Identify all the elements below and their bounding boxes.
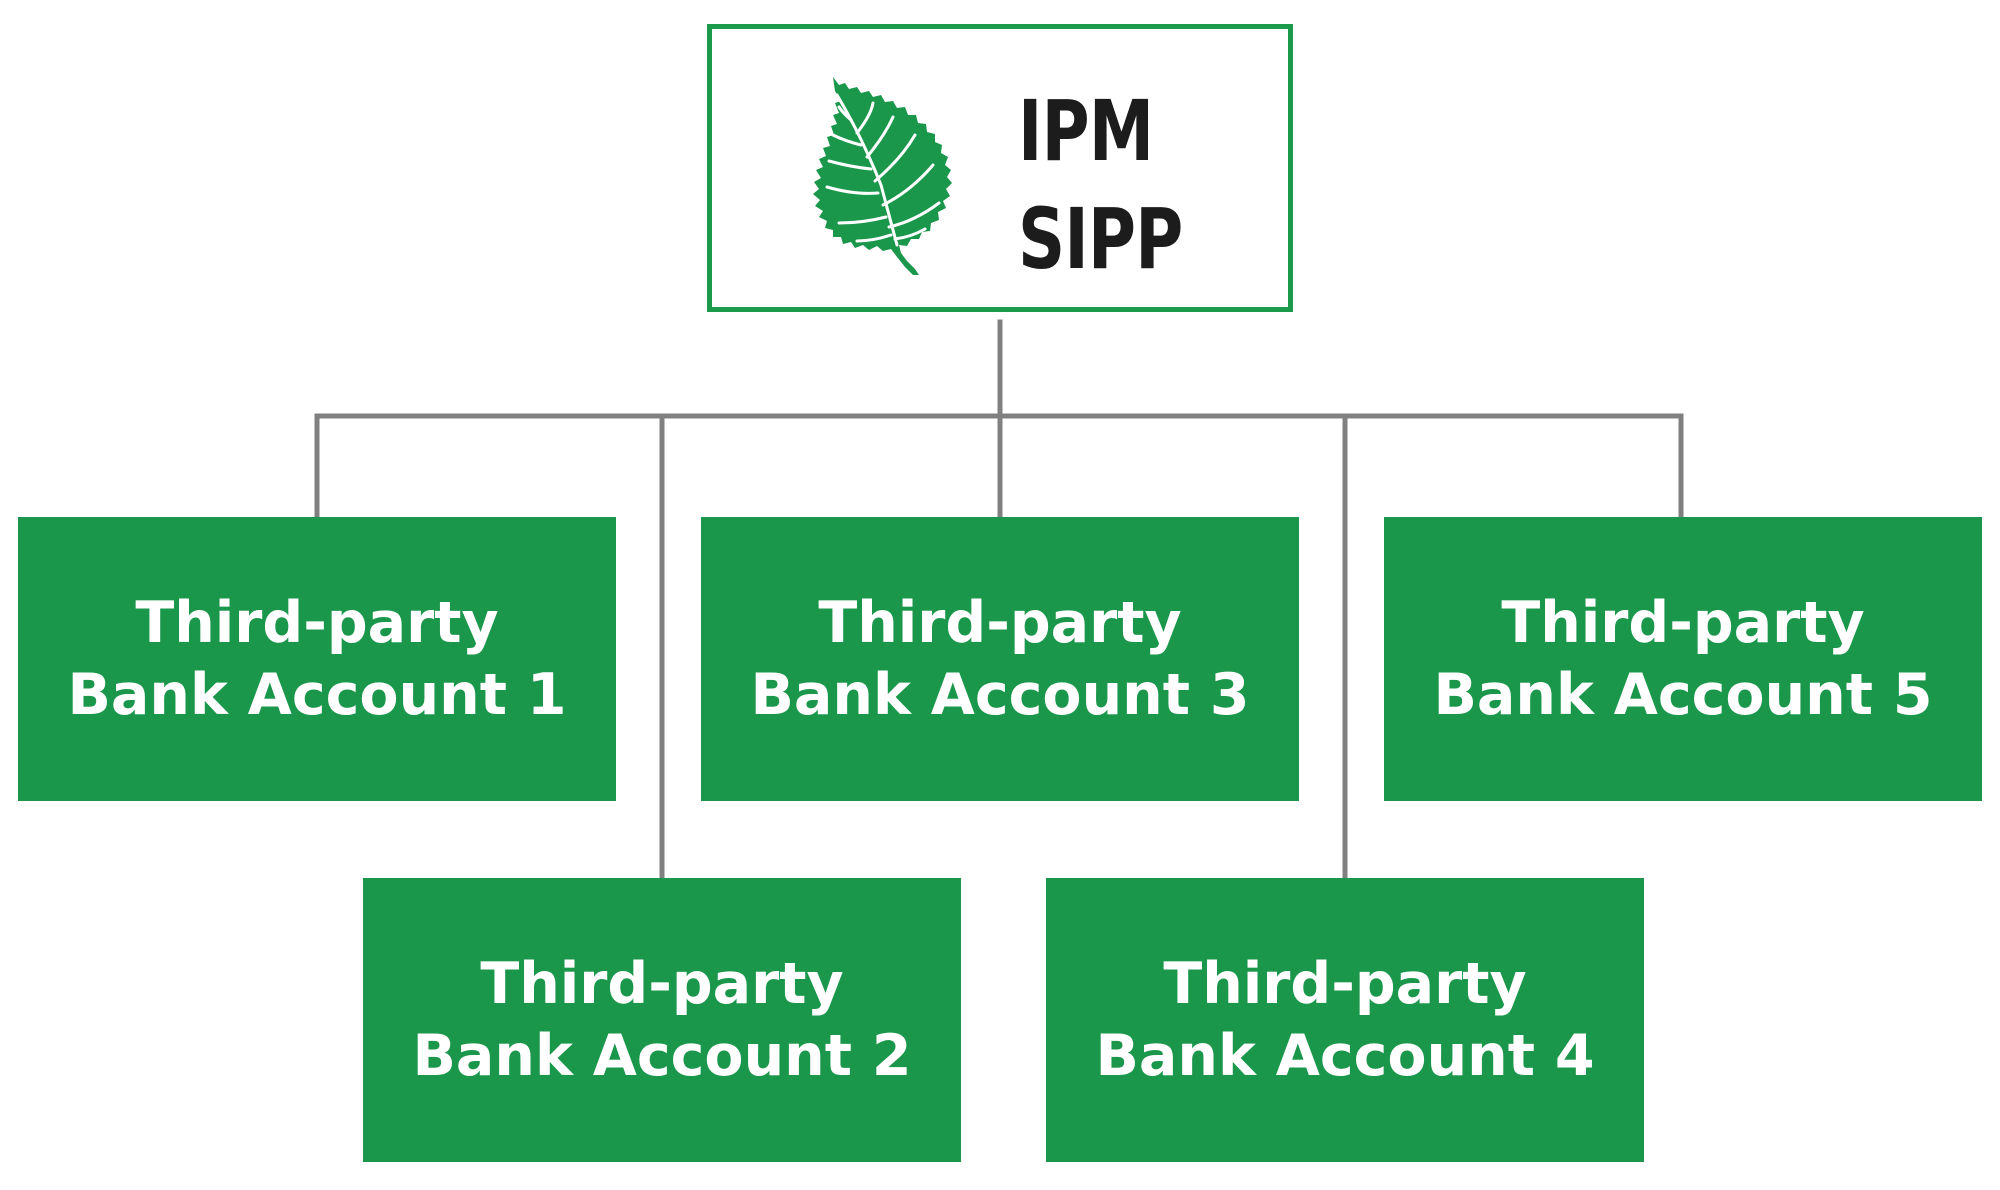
account-label-line2: Bank Account 1: [67, 662, 567, 728]
root-title-line2: SIPP: [1018, 190, 1183, 288]
account-label-line1: Third-party: [1163, 951, 1527, 1017]
birch-leaf-icon: [813, 77, 952, 275]
bank-account-2-box: Third-party Bank Account 2: [363, 878, 961, 1162]
account-label-line1: Third-party: [135, 590, 499, 656]
account-label-line1: Third-party: [818, 590, 1182, 656]
root-title: IPM SIPP: [1018, 77, 1183, 293]
ipm-sipp-box: IPM SIPP: [707, 24, 1293, 312]
bank-account-5-box: Third-party Bank Account 5: [1384, 517, 1982, 801]
account-label-line2: Bank Account 5: [1433, 662, 1933, 728]
root-title-line1: IPM: [1018, 82, 1154, 180]
bank-account-4-box: Third-party Bank Account 4: [1046, 878, 1644, 1162]
bank-account-1-box: Third-party Bank Account 1: [18, 517, 616, 801]
account-label-line2: Bank Account 4: [1095, 1023, 1595, 1089]
account-label-line2: Bank Account 3: [750, 662, 1250, 728]
bank-account-3-box: Third-party Bank Account 3: [701, 517, 1299, 801]
account-label-line1: Third-party: [480, 951, 844, 1017]
account-label-line2: Bank Account 2: [412, 1023, 912, 1089]
account-label-line1: Third-party: [1501, 590, 1865, 656]
